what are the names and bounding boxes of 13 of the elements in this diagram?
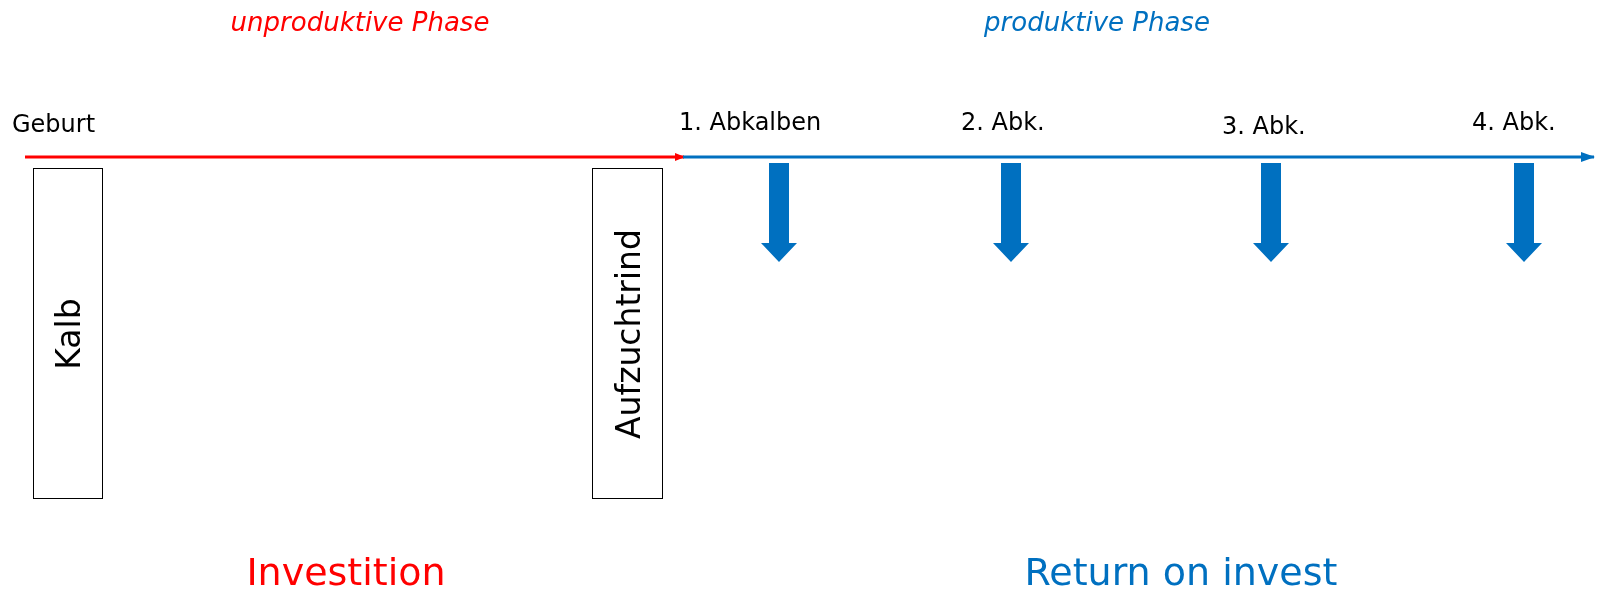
timeline-label: 3. Abk. xyxy=(1222,112,1306,140)
phase-result: Investition xyxy=(246,552,446,591)
phase-heading: produktive Phase xyxy=(984,7,1210,37)
stage-label: Aufzuchtrind xyxy=(611,228,644,439)
stage-box xyxy=(33,168,103,499)
stage-label: Kalb xyxy=(51,297,85,370)
timeline-label: 1. Abkalben xyxy=(679,108,822,136)
phase-heading: unproduktive Phase xyxy=(230,7,490,37)
stage-box xyxy=(592,168,663,499)
phase-result: Return on invest xyxy=(1024,552,1338,591)
timeline-label: 4. Abk. xyxy=(1472,108,1556,136)
timeline-label: 2. Abk. xyxy=(961,108,1045,136)
timeline-label: Geburt xyxy=(12,110,96,138)
